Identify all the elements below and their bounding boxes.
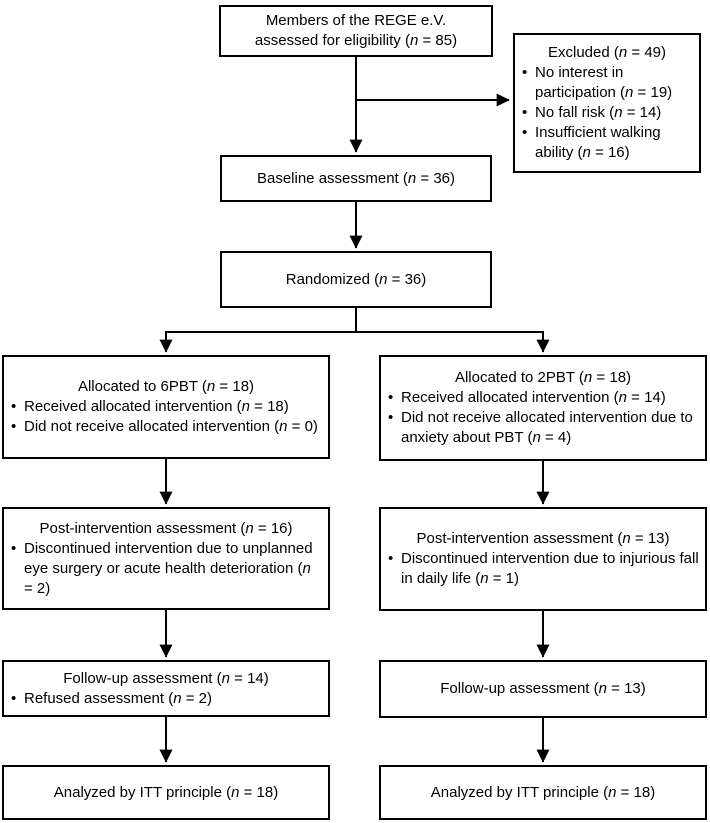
allocation-2pbt-title: Allocated to 2PBT (n = 18)	[454, 369, 632, 386]
post-2pbt-title: Post-intervention assessment (n = 13)	[416, 530, 670, 547]
box-excluded: Excluded (n = 49) • No interest in parti…	[513, 33, 701, 173]
bullet-text: Refused assessment (n = 2)	[24, 689, 213, 707]
followup-6pbt-title: Follow-up assessment (n = 14)	[63, 669, 269, 687]
allocation-2pbt-bullet-1: • Received allocated intervention (n = 1…	[387, 388, 699, 408]
bullet-dot: •	[522, 124, 528, 141]
bullet-text: Received allocated intervention (n = 18)	[24, 398, 289, 415]
followup-6pbt-bullet-1: • Refused assessment (n = 2)	[10, 689, 322, 709]
box-analyzed-2pbt: Analyzed by ITT principle (n = 18)	[379, 765, 707, 820]
post-6pbt-bullet-1: • Discontinued intervention due to unpla…	[10, 539, 322, 599]
bullet-text: Discontinued intervention due to unplann…	[24, 539, 313, 597]
box-analyzed-6pbt: Analyzed by ITT principle (n = 18)	[2, 765, 330, 820]
bullet-text: Insufficient walking ability (n = 16)	[535, 124, 661, 161]
baseline-title: Baseline assessment (n = 36)	[256, 169, 456, 187]
randomized-title: Randomized (n = 36)	[285, 270, 427, 288]
bullet-text: Received allocated intervention (n = 14)	[401, 389, 666, 406]
bullet-dot: •	[522, 64, 528, 81]
bullet-text: Discontinued intervention due to injurio…	[401, 550, 699, 587]
bullet-text: Did not receive allocated intervention (…	[24, 418, 318, 435]
box-allocation-2pbt: Allocated to 2PBT (n = 18) • Received al…	[379, 355, 707, 461]
analyzed-2pbt-title: Analyzed by ITT principle (n = 18)	[430, 783, 656, 801]
bullet-dot: •	[388, 389, 394, 406]
bullet-dot: •	[388, 550, 394, 567]
box-eligibility: Members of the REGE e.V. assessed for el…	[219, 5, 493, 57]
box-post-intervention-2pbt: Post-intervention assessment (n = 13) • …	[379, 507, 707, 611]
bullet-dot: •	[11, 689, 17, 707]
excluded-bullet-1: • No interest in participation (n = 19)	[521, 63, 693, 103]
bullet-dot: •	[522, 104, 528, 121]
eligibility-line-2: assessed for eligibility (n = 85)	[254, 32, 458, 49]
bullet-dot: •	[11, 398, 17, 415]
excluded-bullet-2: • No fall risk (n = 14)	[521, 103, 693, 123]
box-randomized: Randomized (n = 36)	[220, 251, 492, 308]
eligibility-line-1: Members of the REGE e.V.	[265, 12, 447, 29]
allocation-6pbt-bullet-2: • Did not receive allocated intervention…	[10, 417, 322, 437]
box-allocation-6pbt: Allocated to 6PBT (n = 18) • Received al…	[2, 355, 330, 459]
bullet-dot: •	[11, 418, 17, 435]
bullet-dot: •	[11, 539, 17, 557]
box-followup-2pbt: Follow-up assessment (n = 13)	[379, 660, 707, 718]
bullet-text: No interest in participation (n = 19)	[535, 64, 673, 101]
excluded-bullet-3: • Insufficient walking ability (n = 16)	[521, 123, 693, 163]
post-2pbt-bullet-1: • Discontinued intervention due to injur…	[387, 549, 699, 589]
bullet-text: Did not receive allocated intervention d…	[401, 409, 693, 446]
allocation-6pbt-title: Allocated to 6PBT (n = 18)	[77, 378, 255, 395]
post-6pbt-title: Post-intervention assessment (n = 16)	[39, 519, 293, 537]
analyzed-6pbt-title: Analyzed by ITT principle (n = 18)	[53, 783, 279, 801]
bullet-text: No fall risk (n = 14)	[535, 104, 662, 121]
allocation-2pbt-bullet-2: • Did not receive allocated intervention…	[387, 408, 699, 448]
allocation-6pbt-bullet-1: • Received allocated intervention (n = 1…	[10, 397, 322, 417]
followup-2pbt-title: Follow-up assessment (n = 13)	[440, 680, 646, 697]
box-followup-6pbt: Follow-up assessment (n = 14) • Refused …	[2, 660, 330, 717]
box-baseline-assessment: Baseline assessment (n = 36)	[220, 155, 492, 202]
box-post-intervention-6pbt: Post-intervention assessment (n = 16) • …	[2, 507, 330, 610]
bullet-dot: •	[388, 409, 394, 426]
excluded-title: Excluded (n = 49)	[548, 44, 666, 61]
